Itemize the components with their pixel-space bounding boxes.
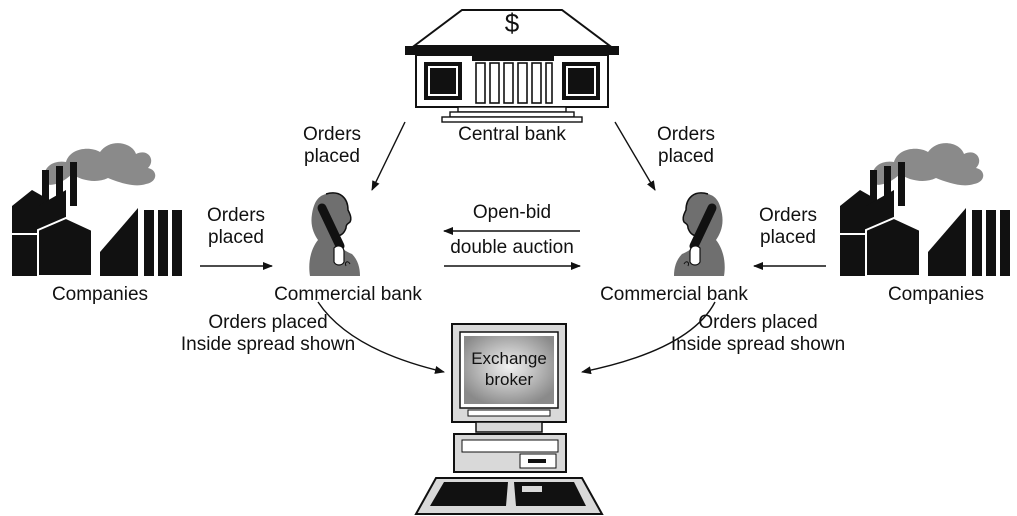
spread-right: Orders placed Inside spread shown xyxy=(648,312,868,356)
companies-left-label: Companies xyxy=(51,284,149,305)
orders-placed-right-top-line2: placed xyxy=(658,146,714,167)
broker-label-line2: broker xyxy=(484,370,534,389)
arrow-central-to-left-bank xyxy=(371,121,406,191)
commercial-bank-left-label: Commercial bank xyxy=(274,284,422,305)
orders-placed-left-side: Orders placed xyxy=(186,205,286,249)
factory-left-icon xyxy=(8,126,188,277)
auction-label-line1: Open-bid xyxy=(472,202,552,223)
central-bank-building-icon xyxy=(402,6,622,124)
spread-left: Orders placed Inside spread shown xyxy=(158,312,378,356)
orders-placed-right-side-line2: placed xyxy=(760,227,816,248)
trader-phone-left-icon xyxy=(296,190,376,276)
orders-placed-right-top-line1: Orders xyxy=(656,124,716,145)
orders-placed-right-top: Orders placed xyxy=(636,124,736,168)
arrow-left-bank-to-broker xyxy=(317,301,445,374)
spread-right-line2: Inside spread shown xyxy=(670,334,846,355)
orders-placed-left-top-line1: Orders xyxy=(302,124,362,145)
orders-placed-left-side-line2: placed xyxy=(208,227,264,248)
orders-placed-left-top: Orders placed xyxy=(282,124,382,168)
dollar-sign: $ xyxy=(504,8,520,38)
spread-left-line1: Orders placed xyxy=(208,312,328,333)
trader-phone-right-icon xyxy=(658,190,738,276)
spread-right-line1: Orders placed xyxy=(698,312,818,333)
orders-placed-left-top-line2: placed xyxy=(304,146,360,167)
central-bank-label: Central bank xyxy=(458,124,566,145)
orders-placed-left-side-line1: Orders xyxy=(206,205,266,226)
arrow-central-to-right-bank xyxy=(614,121,656,191)
auction-label-line2: double auction xyxy=(450,237,574,258)
spread-left-line2: Inside spread shown xyxy=(180,334,356,355)
computer-terminal-icon xyxy=(410,320,610,515)
companies-right-label: Companies xyxy=(887,284,985,305)
orders-placed-right-side-line1: Orders xyxy=(758,205,818,226)
orders-placed-right-side: Orders placed xyxy=(738,205,838,249)
broker-label-line1: Exchange xyxy=(471,349,547,368)
broker-label: Exchange broker xyxy=(464,348,554,390)
arrow-right-bank-to-broker xyxy=(581,301,716,375)
factory-right-icon xyxy=(836,126,1016,277)
commercial-bank-right-label: Commercial bank xyxy=(600,284,748,305)
